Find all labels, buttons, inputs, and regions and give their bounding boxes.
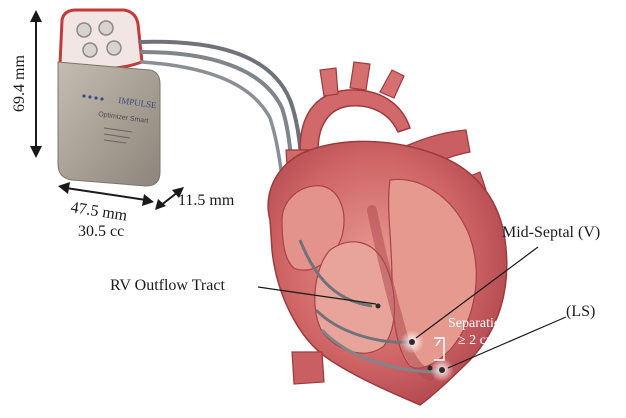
height-label: 69.4 mm [12, 55, 28, 112]
rv-outflow-label: RV Outflow Tract [110, 278, 225, 294]
electrode-ls-ring [428, 366, 433, 371]
separation-value: ≥ 2 cm [458, 334, 497, 348]
mid-septal-label: Mid-Septal (V) [502, 225, 600, 241]
heart-illustration [268, 62, 507, 405]
aortic-branch-1 [320, 68, 338, 96]
electrode-ls [439, 367, 445, 373]
volume-label: 30.5 cc [78, 224, 124, 240]
depth-arrow-left [155, 199, 166, 210]
inferior-vena-cava [292, 352, 324, 384]
electrode-rvot [376, 304, 381, 309]
ls-label: (LS) [566, 304, 595, 320]
separation-label: Separation [448, 317, 508, 331]
aortic-branch-2 [350, 62, 370, 90]
height-arrow-top [30, 10, 42, 22]
implantable-device: IMPULSE Optimizer Smart [58, 10, 160, 186]
width-dimension-line [66, 188, 146, 200]
width-arrow-left [58, 182, 70, 194]
depth-label: 11.5 mm [178, 193, 234, 209]
device-header [60, 10, 142, 68]
height-arrow-bottom [30, 146, 42, 158]
electrode-v [409, 339, 415, 345]
width-arrow-right [142, 194, 154, 206]
aortic-branch-3 [380, 70, 404, 98]
